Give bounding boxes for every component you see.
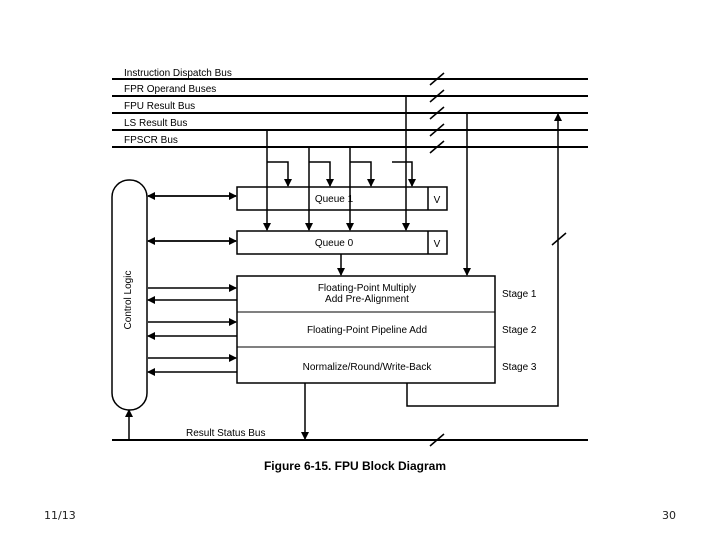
bus-slash-mark [551, 232, 567, 246]
result-status-bus-label: Result Status Bus [186, 428, 265, 439]
writeback-loop-arrow [406, 113, 562, 407]
stage3-label: Stage 3 [502, 362, 537, 373]
bus-slash-mark [429, 89, 445, 103]
ls-result-bus-label: LS Result Bus [124, 118, 187, 129]
pipeline-box [236, 275, 496, 384]
stage2-text: Floating-Point Pipeline Add [307, 325, 427, 336]
instruction-dispatch-bus-label: Instruction Dispatch Bus [124, 68, 232, 79]
operand-to-queue0-arrow [309, 161, 334, 187]
bus-slash-mark [429, 433, 445, 447]
queue0-valid-bit: V [434, 239, 441, 250]
bus-slash-mark [429, 140, 445, 154]
queue0-box [236, 230, 448, 255]
stage1-text-line1: Floating-Point Multiply [318, 283, 416, 294]
stage1-label: Stage 1 [502, 289, 537, 300]
fpscr-bus-label: FPSCR Bus [124, 135, 178, 146]
footer-date: 11/13 [44, 509, 76, 522]
bus-slash-mark [429, 72, 445, 86]
stage2-label: Stage 2 [502, 325, 537, 336]
bus-slash-mark [429, 106, 445, 120]
fpu-result-bus-label: FPU Result Bus [124, 101, 195, 112]
queue1-box [236, 186, 448, 211]
stage1-text-line2: Add Pre-Alignment [325, 294, 409, 305]
queue1-valid-bit: V [434, 195, 441, 206]
operand-to-queue1-arrow-c [392, 161, 416, 187]
fpr-operand-bus-label: FPR Operand Buses [124, 84, 216, 95]
footer-page-number: 30 [662, 509, 676, 522]
control-logic-label: Control Logic [123, 271, 134, 330]
operand-to-queue1-arrow-b [350, 161, 375, 187]
queue0-label: Queue 0 [315, 238, 354, 249]
queue1-label: Queue 1 [315, 194, 354, 205]
operand-to-queue1-arrow [267, 161, 292, 187]
stage3-text: Normalize/Round/Write-Back [303, 362, 433, 373]
figure-caption: Figure 6-15. FPU Block Diagram [264, 459, 446, 473]
bus-slash-mark [429, 123, 445, 137]
